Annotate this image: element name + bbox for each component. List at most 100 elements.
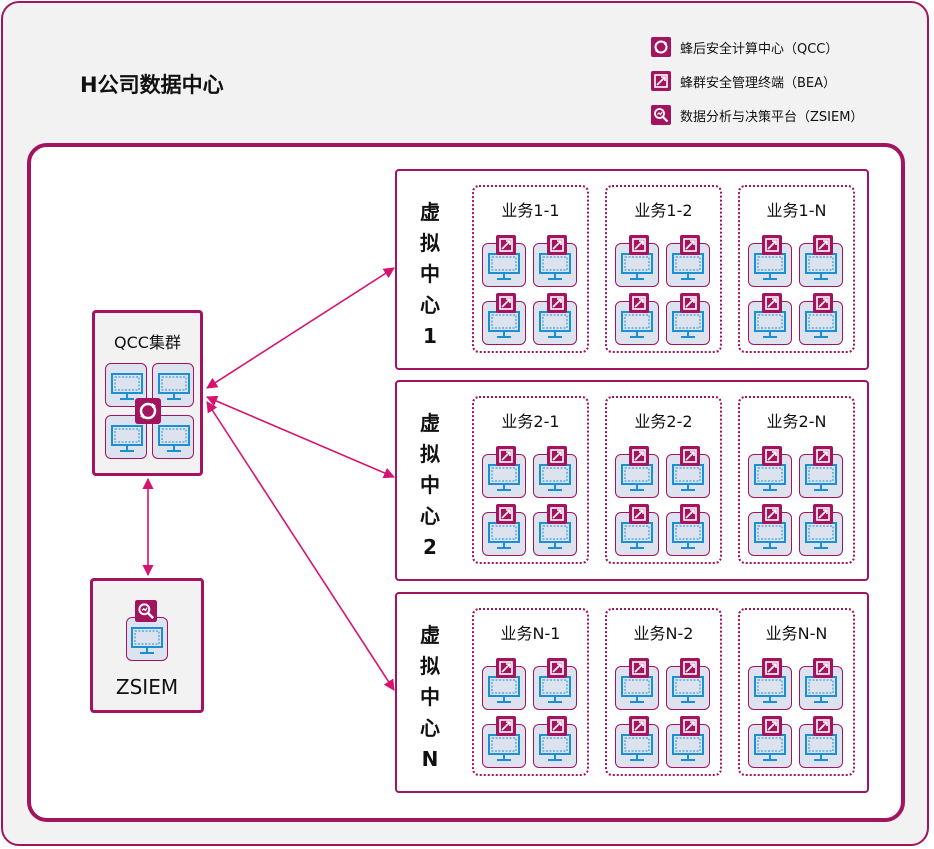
virtual-center-2: 虚拟中心2 业务2-1 业务2-2 业务2-N bbox=[395, 380, 869, 581]
managed-vm bbox=[482, 716, 526, 768]
business-label: 业务N-2 bbox=[633, 624, 694, 643]
managed-vm bbox=[533, 446, 577, 498]
managed-vm bbox=[666, 504, 710, 556]
monitor-icon bbox=[621, 522, 653, 549]
business-label: 业务2-N bbox=[766, 412, 827, 431]
monitor-icon bbox=[754, 311, 786, 338]
managed-vm bbox=[533, 658, 577, 710]
managed-vm bbox=[748, 293, 792, 345]
bea-icon bbox=[813, 235, 833, 255]
managed-vm bbox=[615, 293, 659, 345]
monitor-icon bbox=[805, 253, 837, 280]
monitor-icon bbox=[672, 734, 704, 761]
monitor-icon bbox=[621, 464, 653, 491]
bea-icon bbox=[629, 658, 649, 678]
managed-vm bbox=[615, 504, 659, 556]
bea-icon bbox=[496, 658, 516, 678]
bea-icon bbox=[547, 446, 567, 466]
diagram-title: H公司数据中心 bbox=[80, 73, 224, 97]
zsiem-server bbox=[126, 617, 168, 661]
business-group: 业务1-1 bbox=[472, 185, 589, 353]
bea-icon bbox=[629, 293, 649, 313]
managed-vm bbox=[482, 504, 526, 556]
bea-icon bbox=[680, 658, 700, 678]
bea-icon bbox=[813, 716, 833, 736]
cluster-node bbox=[152, 363, 194, 407]
managed-vm bbox=[666, 658, 710, 710]
cluster-node bbox=[105, 363, 147, 407]
monitor-icon bbox=[488, 734, 520, 761]
bea-icon bbox=[680, 293, 700, 313]
monitor-icon bbox=[158, 425, 190, 452]
monitor-icon bbox=[539, 253, 571, 280]
business-group: 业务N-2 bbox=[605, 608, 722, 776]
virtual-center-label: 虚拟中心1 bbox=[420, 200, 440, 348]
bea-icon bbox=[762, 504, 782, 524]
monitor-icon bbox=[621, 734, 653, 761]
monitor-icon bbox=[539, 734, 571, 761]
monitor-icon bbox=[672, 676, 704, 703]
bea-icon bbox=[496, 716, 516, 736]
qcc-cluster: QCC集群 bbox=[92, 310, 203, 476]
monitor-icon bbox=[805, 464, 837, 491]
legend: 蜂后安全计算中心（QCC） 蜂群安全管理终端（BEA） 数据分析与决策平台（ZS… bbox=[651, 30, 863, 132]
managed-vm bbox=[666, 235, 710, 287]
managed-vm bbox=[799, 235, 843, 287]
managed-vm bbox=[799, 446, 843, 498]
monitor-icon bbox=[539, 311, 571, 338]
business-label: 业务N-N bbox=[765, 624, 828, 643]
monitor-icon bbox=[539, 464, 571, 491]
virtual-center-1: 虚拟中心1 业务1-1 业务1-2 业务1-N bbox=[395, 169, 869, 370]
bea-icon bbox=[629, 504, 649, 524]
monitor-icon bbox=[131, 627, 163, 654]
monitor-icon bbox=[672, 464, 704, 491]
monitor-icon bbox=[805, 676, 837, 703]
managed-vm bbox=[615, 446, 659, 498]
monitor-icon bbox=[754, 676, 786, 703]
bea-icon bbox=[813, 504, 833, 524]
managed-vm bbox=[533, 504, 577, 556]
managed-vm bbox=[482, 235, 526, 287]
legend-label: 蜂群安全管理终端（BEA） bbox=[680, 75, 837, 91]
monitor-icon bbox=[539, 522, 571, 549]
managed-vm bbox=[666, 446, 710, 498]
monitor-icon bbox=[754, 464, 786, 491]
monitor-icon bbox=[488, 676, 520, 703]
monitor-icon bbox=[805, 522, 837, 549]
monitor-icon bbox=[621, 253, 653, 280]
bea-icon bbox=[547, 293, 567, 313]
bea-icon bbox=[629, 235, 649, 255]
managed-vm bbox=[799, 658, 843, 710]
business-label: 业务2-2 bbox=[634, 412, 693, 431]
managed-vm bbox=[482, 293, 526, 345]
monitor-icon bbox=[805, 734, 837, 761]
virtual-center-label: 虚拟中心N bbox=[420, 623, 440, 771]
legend-item-bea: 蜂群安全管理终端（BEA） bbox=[651, 64, 863, 98]
managed-vm bbox=[615, 235, 659, 287]
legend-label: 数据分析与决策平台（ZSIEM） bbox=[680, 109, 864, 125]
managed-vm bbox=[615, 658, 659, 710]
managed-vm bbox=[748, 716, 792, 768]
managed-vm bbox=[666, 293, 710, 345]
managed-vm bbox=[748, 235, 792, 287]
managed-vm bbox=[482, 446, 526, 498]
business-label: 业务1-2 bbox=[634, 201, 693, 220]
monitor-icon bbox=[754, 734, 786, 761]
bea-icon bbox=[496, 293, 516, 313]
bea-icon bbox=[547, 658, 567, 678]
bea-icon bbox=[496, 446, 516, 466]
business-group: 业务N-1 bbox=[472, 608, 589, 776]
managed-vm bbox=[799, 293, 843, 345]
bea-icon bbox=[547, 504, 567, 524]
legend-item-qcc: 蜂后安全计算中心（QCC） bbox=[651, 30, 863, 64]
qcc-icon bbox=[651, 37, 671, 57]
business-group: 业务2-2 bbox=[605, 396, 722, 564]
qcc-icon bbox=[135, 398, 161, 424]
managed-vm bbox=[615, 716, 659, 768]
bea-icon bbox=[813, 293, 833, 313]
bea-icon bbox=[680, 716, 700, 736]
managed-vm bbox=[799, 716, 843, 768]
monitor-icon bbox=[754, 522, 786, 549]
monitor-icon bbox=[672, 522, 704, 549]
managed-vm bbox=[533, 716, 577, 768]
